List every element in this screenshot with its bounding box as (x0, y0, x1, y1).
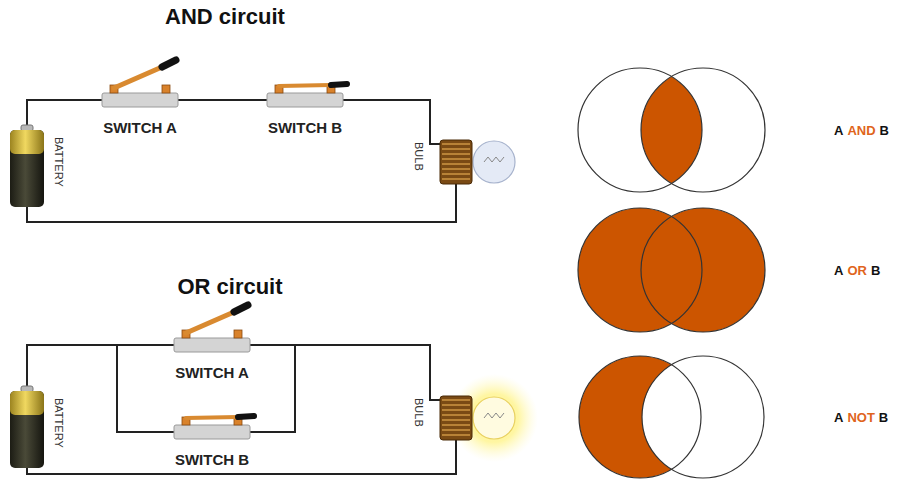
venn-operator: NOT (847, 410, 874, 425)
battery-cap (10, 391, 44, 415)
circuit-title: AND circuit (165, 4, 285, 30)
switch-base (102, 93, 178, 107)
component-label: SWITCH B (268, 119, 342, 136)
socket-thread (442, 168, 470, 170)
wire-lead (430, 132, 440, 144)
venn-operator: AND (847, 123, 875, 138)
component-label: SWITCH B (175, 451, 249, 468)
venn-outline (642, 356, 764, 478)
wire-lead (455, 440, 457, 448)
venn-circle (641, 208, 765, 332)
socket-thread (442, 399, 470, 401)
socket-thread (442, 143, 470, 145)
socket-thread (442, 429, 470, 431)
wire-lead (455, 184, 457, 192)
socket-thread (442, 419, 470, 421)
wire-lead (430, 388, 440, 400)
wire (27, 345, 162, 432)
venn-outline (578, 208, 702, 332)
wire (190, 99, 255, 101)
switch-lever (279, 85, 331, 86)
component-label: BATTERY (52, 137, 65, 187)
venn-outline (579, 356, 701, 478)
switch-terminal (234, 330, 242, 338)
bulb-globe (473, 397, 515, 439)
switch-handle (331, 84, 347, 85)
bulb-globe (473, 141, 515, 183)
venn-set: A (834, 410, 843, 425)
socket-thread (442, 178, 470, 180)
battery: BATTERY (8, 386, 67, 468)
socket-thread (442, 163, 470, 165)
venn-and (578, 68, 765, 192)
battery-body (10, 130, 44, 207)
switch-lever (186, 312, 234, 333)
socket-thread (442, 173, 470, 175)
venn-set: B (871, 263, 880, 278)
light-bulb-symbol (410, 388, 518, 448)
socket-thread (442, 434, 470, 436)
socket-thread (442, 424, 470, 426)
bulb-filament (484, 413, 504, 418)
venn-caption: A AND B (834, 121, 889, 139)
venn-or (578, 208, 765, 332)
switch-base (174, 425, 250, 439)
socket-thread (442, 148, 470, 150)
light-bulb-symbol (410, 132, 518, 192)
bulb-filament (484, 157, 504, 162)
socket-thread (442, 158, 470, 160)
socket-thread (442, 153, 470, 155)
venn-outline (578, 68, 702, 192)
venn-circle (642, 356, 764, 478)
venn-operator: OR (847, 263, 867, 278)
battery-cap (10, 130, 44, 154)
circuit-title: OR circuit (177, 274, 282, 300)
switch: SWITCH B (162, 387, 262, 472)
wire (27, 448, 456, 474)
component-label: SWITCH A (175, 364, 249, 381)
battery-body (10, 391, 44, 468)
venn-caption: A OR B (834, 261, 880, 279)
bulb-socket (440, 140, 472, 184)
switch: SWITCH B (255, 55, 355, 140)
switch-handle (234, 305, 248, 312)
switch-handle (238, 416, 254, 417)
wire (355, 100, 430, 132)
venn-outline (641, 208, 765, 332)
venn-intersection (641, 68, 765, 192)
switch-base (174, 338, 250, 352)
component-label: BULB (412, 142, 425, 171)
battery: BATTERY (8, 125, 67, 207)
socket-thread (442, 409, 470, 411)
light-bulb: BULB (410, 132, 518, 192)
venn-caption: A NOT B (834, 408, 888, 426)
wire (262, 345, 430, 388)
component-label: BULB (412, 398, 425, 427)
venn-set: A (834, 123, 843, 138)
venn-outline (641, 68, 765, 192)
venn-circle (641, 68, 765, 192)
wire (27, 100, 90, 125)
component-label: SWITCH A (103, 119, 177, 136)
switch-lever (186, 417, 238, 418)
socket-thread (442, 414, 470, 416)
wire (262, 345, 430, 432)
venn-set: B (879, 410, 888, 425)
light-bulb: BULB (410, 388, 518, 448)
switch-terminal (162, 85, 170, 93)
switch-base (267, 93, 343, 107)
wire (27, 345, 162, 386)
venn-set: A (834, 263, 843, 278)
venn-not (579, 356, 764, 478)
bulb-socket (440, 396, 472, 440)
venn-set: B (880, 123, 889, 138)
socket-thread (442, 404, 470, 406)
wire (27, 192, 456, 222)
switch-handle (162, 60, 176, 67)
switch-lever (114, 67, 162, 88)
switch: SWITCH A (90, 55, 190, 140)
component-label: BATTERY (52, 398, 65, 448)
switch: SWITCH A (162, 300, 262, 385)
